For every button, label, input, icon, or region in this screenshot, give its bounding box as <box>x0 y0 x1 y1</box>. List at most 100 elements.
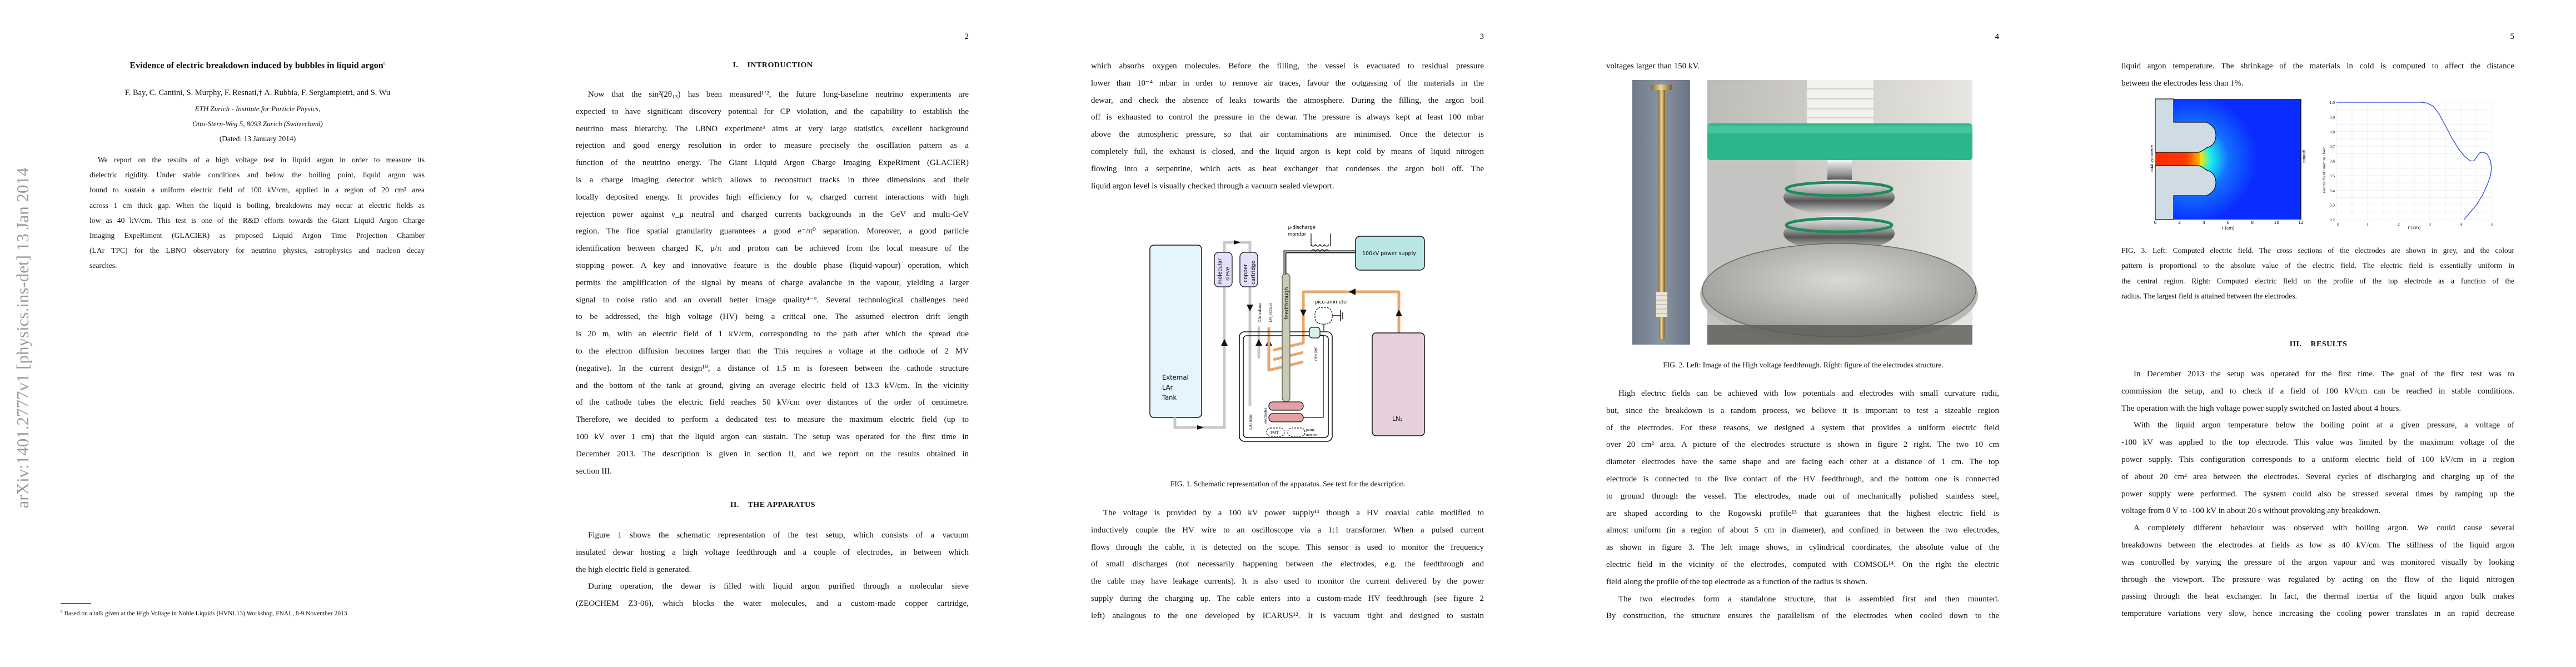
text-line: High electric fields can be achieved wit… <box>1618 389 1999 398</box>
text-line: dielectric rigidity. Under stable condit… <box>89 171 425 180</box>
address: Otto-Stern-Weg 5, 8093 Zurich (Switzerla… <box>192 120 323 128</box>
page-1: Evidence of electric breakdown induced b… <box>0 0 515 667</box>
left-x-tick-label: 4 <box>2203 220 2205 225</box>
left-x-tick-label: 0 <box>2154 220 2157 225</box>
left-x-tick-label: 10 <box>2274 220 2280 225</box>
y-tick-label: 0.9 <box>2330 115 2335 120</box>
hv-cable <box>1283 250 1356 275</box>
arrow-icon <box>1197 425 1204 430</box>
section-heading-results: III. RESULTS <box>2289 340 2348 349</box>
x-tick-label: 0 <box>2337 222 2339 227</box>
text-line: A completely different behaviour was obs… <box>2134 524 2514 533</box>
text-line: We report on the results of a high volta… <box>98 156 425 164</box>
text-line: During operation, the dewar is filled wi… <box>588 582 969 591</box>
text-line: flows through the cable, it is detected … <box>1091 542 1484 552</box>
text-line: searches. <box>89 261 117 270</box>
text-line: pattern is proportional to the absolute … <box>2121 261 2514 270</box>
text-line: (LAr TPC) for the LBNO observatory for n… <box>89 246 425 255</box>
x-tick-label: 3 <box>2429 222 2431 227</box>
text-line: The operation with the high voltage powe… <box>2121 404 2401 413</box>
text-line: expected to have significant discovery p… <box>576 107 969 116</box>
label-monitor: monitor <box>1288 232 1307 237</box>
figure-2-caption: FIG. 2. Left: Image of the High voltage … <box>1663 361 1944 369</box>
section-heading-introduction: I. INTRODUCTION <box>733 61 813 69</box>
text-line: field along the profile of the top elect… <box>1606 577 1867 586</box>
label-ln2: LN₂ <box>1392 415 1403 422</box>
text-line: neutrino mass hierarchy. The LBNO experi… <box>576 124 969 133</box>
arrow-icon <box>1234 240 1240 245</box>
text-line: diameter electrodes have the same shape … <box>1606 457 1999 467</box>
text-line: stopping power. A key and innovative fea… <box>576 261 969 270</box>
text-line: Therefore, we decided to perform a dedic… <box>576 415 969 425</box>
external-lar-tank <box>1149 245 1202 418</box>
text-line: are shaped according to the Rogowski pro… <box>1606 509 1999 518</box>
text-line: insulated dewar hosting a high voltage f… <box>576 547 969 557</box>
ammeter-wire <box>1303 324 1324 418</box>
text-line: Now that the sin²(2θ₁₃) has been measure… <box>588 90 969 99</box>
text-line: rejection and good energy resolution in … <box>576 141 969 151</box>
text-line: rejection power against ν_μ neutral and … <box>576 210 969 219</box>
left-x-tick-label: 12 <box>2298 220 2304 225</box>
text-line: power supply. This configuration corresp… <box>2121 455 2514 464</box>
page-number: 4 <box>1995 32 2000 41</box>
page-3: 3 External LAr Tank molecular sieve copp… <box>1030 0 1546 667</box>
top-electrode <box>1268 401 1304 411</box>
top-electrode-section <box>2155 98 2216 153</box>
page-number: 5 <box>2510 32 2515 41</box>
purity-monitor <box>1287 427 1306 437</box>
y-tick-label: 0.6 <box>2330 159 2335 164</box>
text-line: of about 20 cm² area between the electro… <box>2121 472 2514 481</box>
text-line: -100 kV was applied to the top electrode… <box>2121 438 2514 447</box>
label-lar-input: LAr input <box>1248 414 1253 430</box>
title-text: Evidence of electric breakdown induced b… <box>129 61 383 71</box>
arrow-icon <box>1349 288 1356 295</box>
text-line: and the bottom of the tank at ground, gi… <box>576 381 969 390</box>
text-line: the cable may have leakage currents). It… <box>1091 577 1484 586</box>
text-line: radius. The largest field is attained be… <box>2121 291 2297 300</box>
arrow-icon <box>1247 305 1253 311</box>
label-sieve: sieve <box>1225 267 1231 281</box>
y-tick-label: 0.5 <box>2330 173 2335 178</box>
text-line: electric field in the vicinity of the el… <box>1606 560 1999 569</box>
molecular-sieve <box>1214 252 1233 287</box>
label-purity-monitor: monitor <box>1306 433 1318 437</box>
text-line: was controlled by varying the pressure o… <box>2121 558 2514 567</box>
date: (Dated: 13 January 2014) <box>219 135 296 143</box>
footnote-text: Based on a talk given at the High Voltag… <box>64 610 347 617</box>
x-tick-label: 4 <box>2460 222 2462 227</box>
text-line: region. The fine spatial granularity gua… <box>576 227 969 236</box>
text-line: voltages larger than 150 kV. <box>1606 62 1700 71</box>
affiliation: ETH Zurich - Institute for Particle Phys… <box>195 104 321 113</box>
left-x-tick-label: 8 <box>2251 220 2254 225</box>
text-line: flowing into a serpentine, which acts as… <box>1091 164 1484 173</box>
text-line: With the liquid argon temperature below … <box>2134 421 2514 430</box>
text-line: to the electron diffusion becomes larger… <box>576 347 969 356</box>
text-line: December 2013. The description is given … <box>576 449 969 459</box>
arxiv-side-label: arXiv:1401.2777v1 [physics.ins-det] 13 J… <box>13 167 32 509</box>
text-line: is a charge imaging detector which allow… <box>576 176 969 185</box>
text-line: (negative). In the current design¹⁰, a d… <box>576 364 969 373</box>
text-line: of the electrodes. For these reasons, we… <box>1606 423 1999 432</box>
figure-2-photos <box>1632 80 1978 345</box>
text-line: is 20 m, with an electric field of 1 kV/… <box>576 330 969 339</box>
text-line: FIG. 3. Left: Computed electric field. T… <box>2121 246 2514 255</box>
label-electrodes: electrodes <box>1263 407 1268 424</box>
text-line: By construction, the structure ensures t… <box>1606 611 1999 621</box>
view-port <box>1309 327 1321 339</box>
bottom-electrode <box>1268 413 1304 422</box>
arrow-icon <box>1396 310 1402 316</box>
title-footnote-mark: a <box>383 60 386 66</box>
left-x-tick-label: 6 <box>2227 220 2230 225</box>
label-axial-symmetry: axial symmetry <box>2149 145 2154 172</box>
text-line: to be addressed, the high voltage (HV) b… <box>576 312 969 322</box>
text-line: to ground through the vessel. The electr… <box>1606 491 1999 501</box>
label-ln2-exhaust: LN₂ exhaust <box>1268 303 1273 322</box>
hv-cable-core <box>1284 251 1356 275</box>
text-line: liquid argon temperature. The shrinkage … <box>2121 62 2514 71</box>
text-line: voltage from 0 V to -100 kV in about 20 … <box>2121 506 2381 516</box>
figure-1-caption: FIG. 1. Schematic representation of the … <box>1170 480 1406 488</box>
text-line: off is exhausted to control the pressure… <box>1091 113 1484 122</box>
